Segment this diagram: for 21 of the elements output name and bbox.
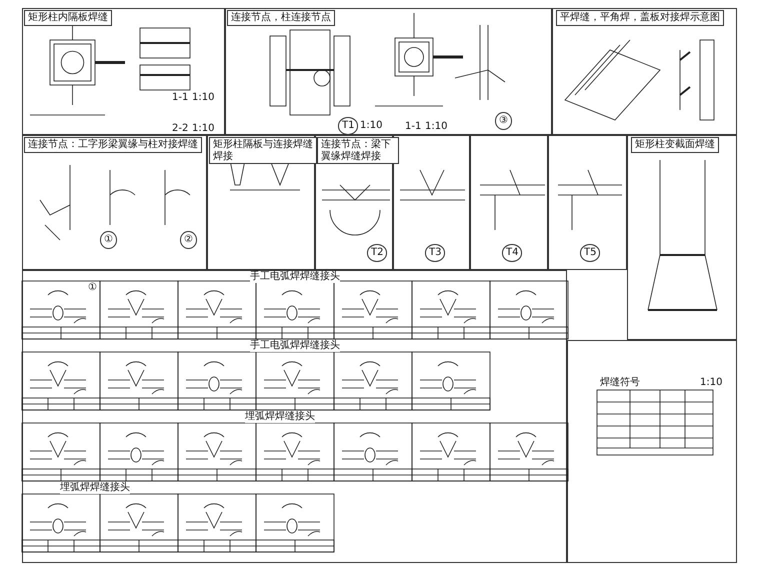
scale-label: 1:10: [360, 120, 382, 132]
scale-label: 1:10: [192, 123, 214, 134]
panel-heading: 连接节点：梁下翼缘焊缝焊接: [317, 137, 399, 164]
section-label: 1-1: [172, 92, 188, 104]
section-label: 2-2: [172, 123, 188, 134]
panel-heading: 连接节点：工字形梁翼缘与柱对接焊缝: [24, 137, 202, 152]
scale-label: 1:10: [700, 377, 722, 388]
scale-label: 1:10: [192, 92, 214, 104]
table-title: 焊缝符号: [600, 377, 640, 388]
panel-heading: 矩形柱变截面焊缝: [631, 137, 719, 152]
row-heading: 埋弧焊焊缝接头: [60, 482, 130, 494]
section-label: 1-1: [405, 121, 422, 132]
panel-heading: 矩形柱内隔板焊缝: [24, 10, 112, 26]
panel-heading: 连接节点，柱连接节点: [227, 10, 335, 26]
panel-heading: 矩形柱隔板与连接焊缝焊接: [209, 137, 317, 164]
callout-number: ①: [88, 282, 97, 294]
scale-label: 1:10: [425, 121, 448, 132]
row-heading: 手工电弧焊焊缝接头: [250, 271, 340, 282]
panel-heading: 平焊缝，平角焊，盖板对接焊示意图: [556, 10, 724, 26]
row-heading: 手工电弧焊焊缝接头: [250, 340, 340, 352]
row-heading: 埋弧焊焊缝接头: [245, 411, 315, 422]
